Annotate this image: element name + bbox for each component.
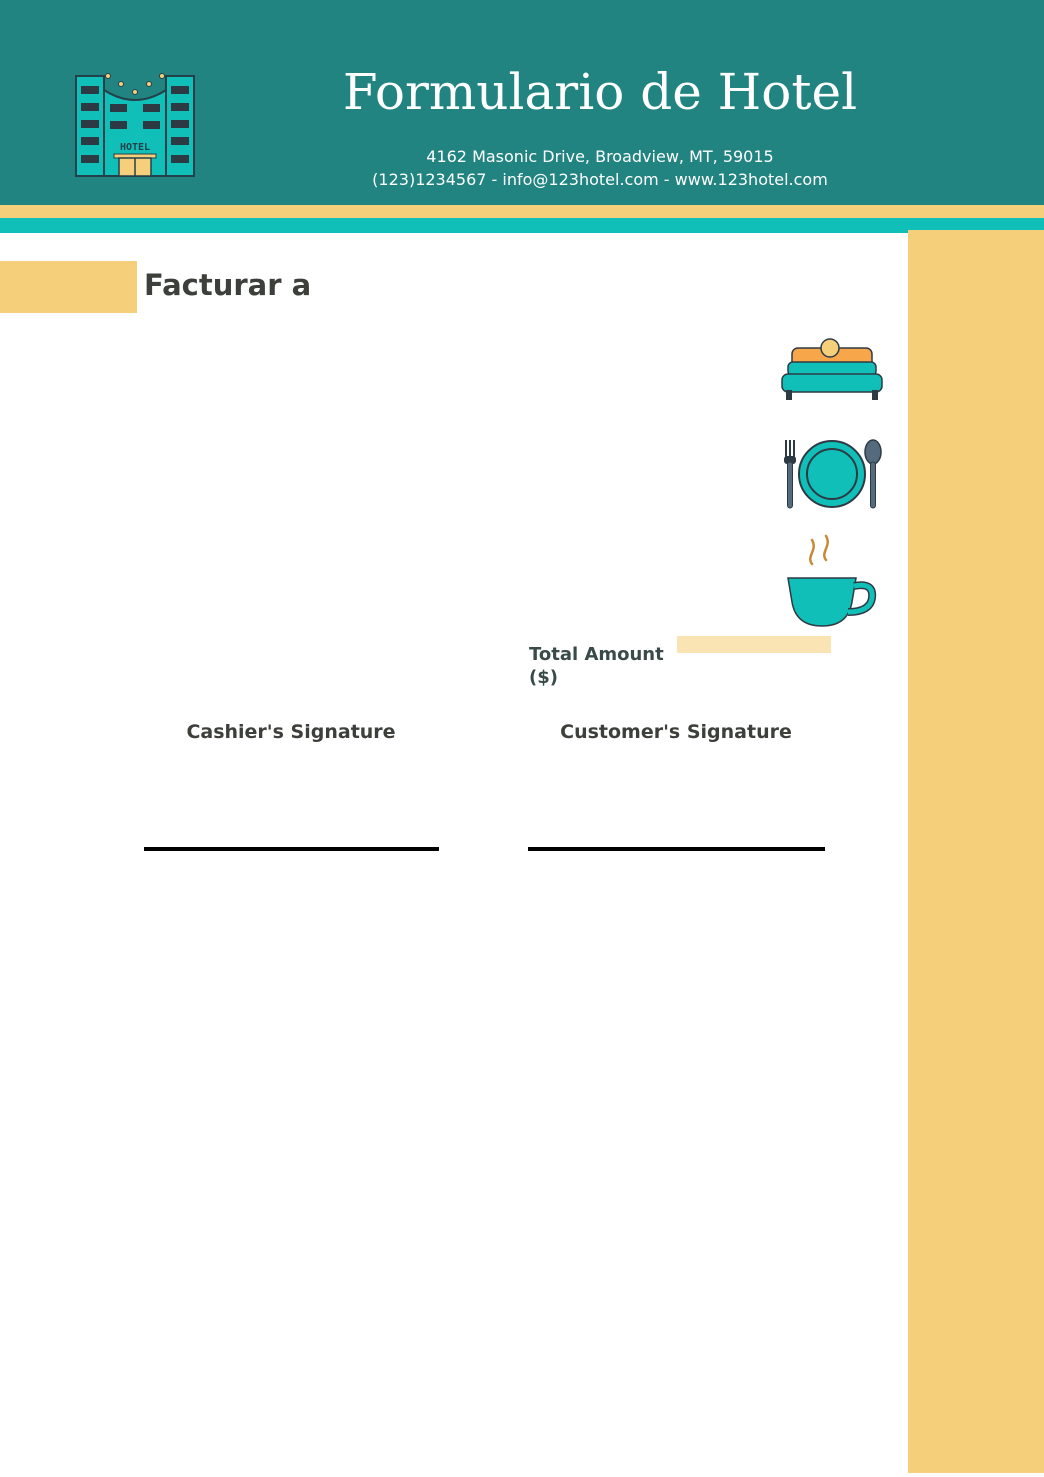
cashier-signature-label: Cashier's Signature (186, 721, 396, 743)
section-accent-block (0, 261, 137, 313)
total-amount-field[interactable] (677, 636, 831, 653)
hotel-contact: (123)1234567 - info@123hotel.com - www.1… (372, 170, 828, 189)
bed-icon (781, 338, 883, 400)
coffee-cup-icon (787, 534, 877, 627)
cashier-signature-line[interactable] (144, 847, 439, 851)
side-accent-bar (908, 230, 1044, 1473)
bill-to-heading: Facturar a (144, 268, 312, 302)
customer-signature-label: Customer's Signature (560, 721, 792, 743)
hotel-address: 4162 Masonic Drive, Broadview, MT, 59015 (426, 147, 774, 166)
customer-signature-line[interactable] (528, 847, 825, 851)
total-amount-label: Total Amount ($) (529, 644, 664, 688)
header-stripe-teal (0, 218, 1044, 233)
hotel-building-icon: HOTEL (75, 73, 195, 177)
svg-text:HOTEL: HOTEL (120, 142, 150, 153)
dining-icon (784, 439, 882, 509)
header-stripe-yellow (0, 205, 1044, 218)
page-title: Formulario de Hotel (342, 63, 858, 121)
